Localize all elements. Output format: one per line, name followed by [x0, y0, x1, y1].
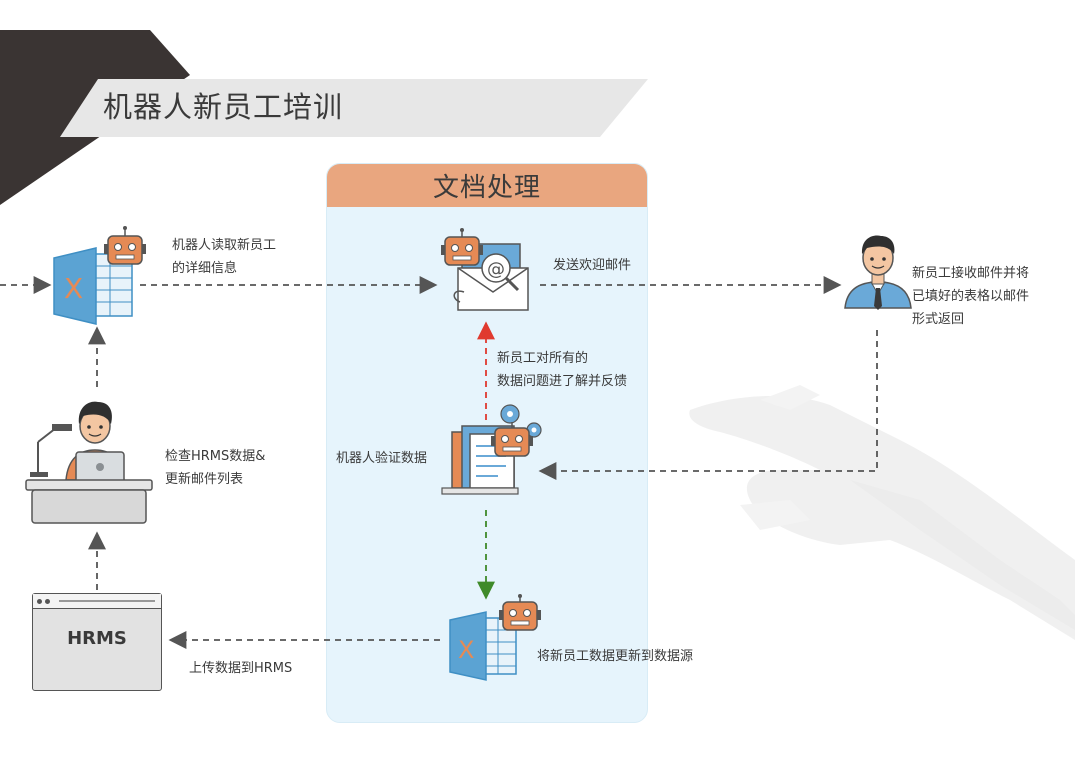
excel-x-mark: X	[64, 272, 83, 305]
page-title: 机器人新员工培训	[103, 90, 344, 124]
label-feedback: 新员工对所有的 数据问题进了解并反馈	[497, 351, 628, 389]
label-upload-hrms: 上传数据到HRMS	[189, 661, 293, 676]
panel-header: 文档处理	[327, 164, 647, 207]
label-verify: 机器人验证数据	[336, 451, 428, 466]
robot-icon	[104, 226, 146, 265]
desk-person-icon	[25, 401, 153, 524]
document-stack-icon	[441, 404, 542, 495]
excel-x-mark: X	[458, 636, 474, 664]
excel-icon: X	[53, 226, 146, 325]
svg-text:@: @	[487, 259, 505, 280]
label-check-hrms: 检查HRMS数据& 更新邮件列表	[165, 449, 266, 487]
excel-icon: X	[449, 594, 541, 681]
hrms-label: HRMS	[67, 628, 127, 649]
title-banner	[60, 79, 648, 137]
label-send-email: 发送欢迎邮件	[553, 258, 632, 273]
label-employee-reply: 新员工接收邮件并将 已填好的表格以邮件 形式返回	[912, 266, 1030, 327]
email-icon: @	[441, 228, 529, 311]
panel-title: 文档处理	[432, 173, 541, 203]
hrms-window-icon: HRMS	[32, 593, 162, 691]
label-update-source: 将新员工数据更新到数据源	[537, 649, 694, 664]
hrms-window-titlebar	[33, 594, 161, 609]
person-icon	[844, 235, 912, 310]
arrow-employee-to-verify	[538, 330, 878, 480]
gear-icon	[500, 404, 542, 438]
robot-icon	[441, 228, 483, 266]
robot-hand-watermark	[689, 385, 1075, 640]
robot-icon	[491, 422, 533, 457]
robot-icon	[499, 594, 541, 631]
label-read-info: 机器人读取新员工 的详细信息	[172, 238, 277, 276]
